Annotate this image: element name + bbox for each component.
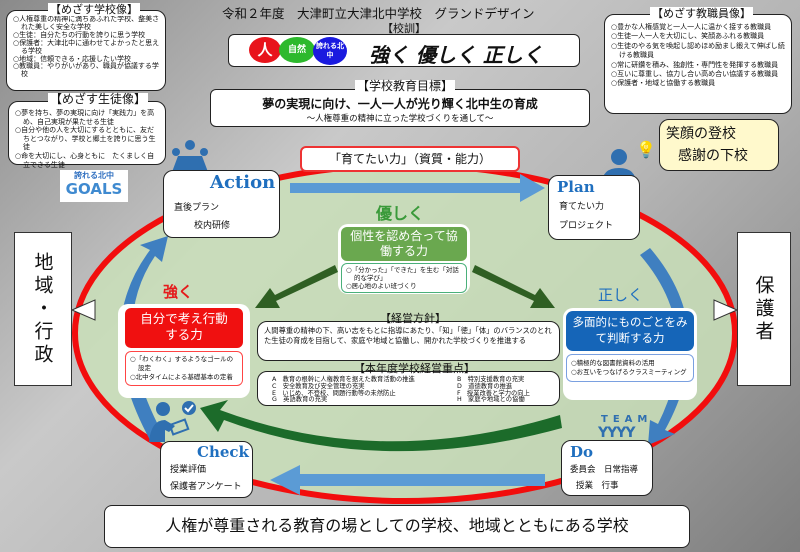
goal-main: 夢の実現に向け、一人一人が光り輝く北中生の育成 (262, 97, 538, 111)
right-head: 多面的にものごとをみて判断する力 (566, 311, 694, 351)
do-box: Do 委員会 日常指導 授業 行事 (561, 440, 653, 496)
arrow-diag-right (472, 265, 555, 308)
right-item: ○お互いをつなげるクラスミーティング (571, 368, 687, 376)
motto-box: 人 自然 誇れる北中 強く 優しく 正しく (228, 34, 580, 67)
priority-item: A 教育の根幹に人権教育を据えた教育活動の推進 (272, 376, 415, 383)
teacher-image-label: 【めざす教職員像】 (650, 7, 753, 20)
ability-header: 「育てたい力」（資質・能力） (300, 146, 520, 172)
team-label: TEAM (601, 414, 653, 425)
policy-box: 人間尊重の精神の下、高い志をもとに指導にあたり、「知」「徳」「体」のバランスのと… (257, 321, 560, 361)
arrow-left-bottom (270, 465, 545, 495)
school-image-item: ○生徒：自分たちの行動を誇りに思う学校 (13, 30, 146, 39)
right-side-box: 保護者 (737, 232, 791, 386)
strong-label: 強く (163, 283, 194, 301)
priority-item: G 英語教育の充実 (272, 396, 328, 404)
school-image-item: ○保護者：大津北中に通わせてよかったと思える学校 (13, 38, 160, 55)
motto-circle-nature: 自然 (279, 37, 315, 63)
priority-item: E いじめ、不登校、問題行動等の未然防止 (272, 389, 396, 397)
do-item: 委員会 日常指導 (570, 465, 639, 475)
school-image-box: ○人権尊重の精神に満ちあふれた学校、整美された美しく安全な学校 ○生徒：自分たち… (6, 10, 166, 91)
check-item: 授業評価 (170, 465, 207, 475)
teacher-image-item: ○互いに尊重し、協力し合い高め合い協議する教職員 (611, 70, 779, 79)
motto-circle-person: 人 (249, 37, 281, 63)
right-label: 正しく (598, 286, 644, 304)
kind-item: ○居心地のよい班づくり (346, 282, 417, 290)
student-image-label: 【めざす生徒像】 (48, 92, 149, 106)
goal-box: 夢の実現に向け、一人一人が光り輝く北中生の育成 ～人権尊重の精神に立った学校づく… (210, 89, 590, 127)
school-image-item: ○人権尊重の精神に満ちあふれた学校、整美された美しく安全な学校 (13, 15, 160, 31)
kind-item: ○「分かった」「できた」を生む「対話的な学び」 (346, 266, 459, 282)
policy-label: 【経営方針】 (380, 312, 446, 325)
plan-box: Plan 育てたい力 プロジェクト (548, 175, 640, 240)
priority-item: H 家庭や地域との協働 (457, 396, 525, 404)
priority-item: F 授業改善と学力の向上 (457, 389, 530, 397)
student-image-box: ○夢を持ち、夢の実現に向け「実践力」を高め、自己実現が果たせる生徒 ○自分や他の… (8, 101, 166, 169)
writing-person-icon (145, 400, 200, 442)
left-side-box: 地域・行政 (14, 232, 72, 386)
motto-text: 強く 優しく 正しく (369, 43, 543, 67)
arrow-left-side (70, 299, 96, 321)
page-title: 令和２年度 大津町立大津北中学校 グランドデザイン (222, 6, 535, 21)
school-image-item: ○教職員：やりがいがあり、職員が協議する学校 (13, 62, 159, 79)
goal-label: 【学校教育目標】 (355, 79, 456, 93)
arrow-green-bottom (200, 400, 562, 452)
do-title: Do (570, 443, 594, 461)
right-box: 多面的にものごとをみて判断する力 ○積極的な図書館資料の活用 ○お互いをつなげる… (563, 308, 697, 400)
priority-item: D 道徳教育の推進 (457, 382, 513, 390)
teacher-image-item: ○常に研鑽を積み、独創性・専門性を発揮する教職員 (611, 60, 779, 69)
plan-item: 育てたい力 (559, 202, 605, 212)
team-icon: ΥΥΥΥ (598, 425, 636, 441)
teacher-image-box: ○豊かな人権感覚と一人一人に温かく接する教職員 ○生徒一人一人を大切にし、笑顔あ… (604, 14, 792, 114)
teacher-image-item: ○生徒一人一人を大切にし、笑顔あふれる教職員 (611, 32, 765, 41)
check-title: Check (197, 443, 249, 461)
priorities-label: 【本年度学校経営重点】 (354, 362, 475, 375)
arrow-right-side (713, 299, 739, 321)
student-image-item: ○命を大切にし、心身ともに たくましく自立できる生徒 (15, 151, 155, 169)
check-item: 保護者アンケート (170, 482, 242, 492)
motto-label: 【校訓】 (382, 22, 426, 35)
plan-item: プロジェクト (559, 221, 614, 231)
teacher-image-item: ○生徒のやる気を喚起し認めほめ励まし鍛えて伸ばし続ける教職員 (611, 41, 785, 60)
kind-items: ○「分かった」「できた」を生む「対話的な学び」 ○居心地のよい班づくり (341, 263, 467, 293)
action-item: 校内研修 (194, 221, 231, 231)
lightbulb-icon: 💡 (636, 140, 656, 159)
do-item: 授業 行事 (576, 481, 619, 491)
motto-circle-pride: 誇れる北中 (313, 37, 347, 65)
school-image-item: ○地域：信頼できる・応援したい学校 (13, 54, 131, 63)
strong-item: ○「わくわく」するようなゴールの設定 (130, 355, 234, 372)
plan-title: Plan (557, 178, 595, 196)
bottom-banner: 人権が尊重される教育の場としての学校、地域とともにある学校 (104, 505, 690, 548)
arrow-right-top (290, 174, 545, 202)
strong-head: 自分で考え行動する力 (125, 308, 243, 348)
policy-text: 人間尊重の精神の下、高い志をもとに指導にあたり、「知」「徳」「体」のバランスのと… (264, 326, 552, 345)
kind-head: 個性を認め合って協働する力 (341, 227, 467, 261)
greeting-line: 感謝の下校 (678, 148, 748, 164)
right-item: ○積極的な図書館資料の活用 (571, 359, 655, 367)
greeting-box: 笑顔の登校 感謝の下校 (659, 119, 779, 171)
strong-box: 自分で考え行動する力 ○「わくわく」するようなゴールの設定 ○北中タイムによる基… (118, 304, 250, 398)
check-box: Check 授業評価 保護者アンケート (160, 441, 253, 498)
right-items: ○積極的な図書館資料の活用 ○お互いをつなげるクラスミーティング (566, 354, 694, 382)
arrow-diag-left (255, 265, 338, 308)
action-title: Action (210, 172, 276, 193)
kind-label: 優しく (376, 204, 425, 223)
school-image-label: 【めざす学校像】 (48, 3, 140, 16)
goal-sub: ～人権尊重の精神に立った学校づくりを通して～ (306, 114, 494, 124)
goals-logo: 誇れる北中 GOALS (60, 170, 128, 202)
teacher-image-item: ○保護者・地域と協働する教職員 (611, 79, 716, 88)
action-item: 直後プラン (174, 203, 220, 213)
strong-item: ○北中タイムによる基礎基本の定着 (130, 373, 233, 381)
meeting-icon (168, 138, 213, 174)
priorities-box: A 教育の根幹に人権教育を据えた教育活動の推進 B 特別支援教育の充実 C 安全… (257, 371, 560, 406)
priority-item: B 特別支援教育の充実 (457, 376, 525, 383)
strong-items: ○「わくわく」するようなゴールの設定 ○北中タイムによる基礎基本の定着 (125, 351, 243, 386)
student-image-item: ○自分や他の人を大切にするとともに、友だちとつながり、学校と郷土を誇りに思う生徒 (15, 126, 156, 152)
student-image-item: ○夢を持ち、夢の実現に向け「実践力」を高め、自己実現が果たせる生徒 (15, 109, 155, 126)
priority-item: C 安全教育及び安全管理の充実 (272, 382, 365, 390)
greeting-line: 笑顔の登校 (666, 126, 736, 142)
action-box: Action 直後プラン 校内研修 (163, 170, 280, 238)
teacher-image-item: ○豊かな人権感覚と一人一人に温かく接する教職員 (611, 23, 772, 31)
kind-box: 個性を認め合って協働する力 ○「分かった」「できた」を生む「対話的な学び」 ○居… (338, 224, 470, 294)
